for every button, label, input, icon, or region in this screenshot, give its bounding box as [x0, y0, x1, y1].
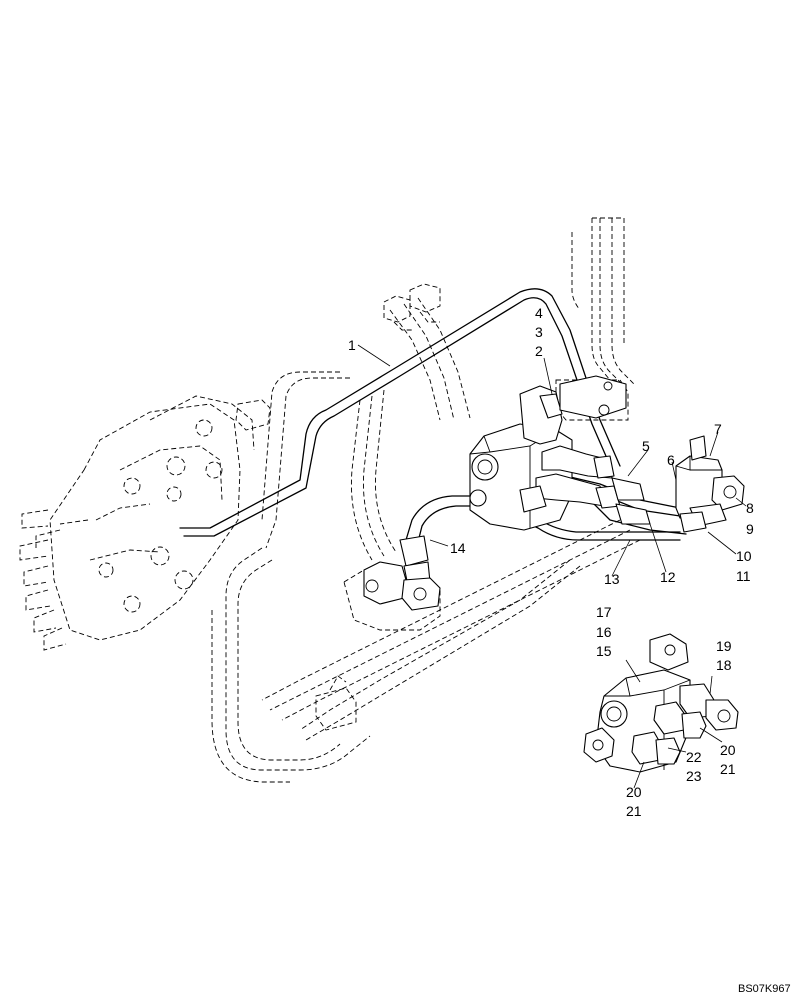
callout-19: 19: [716, 638, 732, 654]
callout-18: 18: [716, 657, 732, 673]
manifold-block: [469, 385, 651, 531]
callout-10: 10: [736, 548, 752, 564]
callout-23: 23: [686, 768, 702, 784]
callout-5: 5: [642, 438, 650, 454]
leader-lines: [357, 344, 747, 789]
mount-bracket: [559, 375, 627, 419]
callout-labels: 1 4 3 2 5 6 7 8 9 10 11 12 13 14 17 16 1…: [348, 305, 754, 819]
callout-15: 15: [596, 643, 612, 659]
callout-20-bottom: 20: [626, 784, 642, 800]
callout-3: 3: [535, 324, 543, 340]
callout-16: 16: [596, 624, 612, 640]
callout-8: 8: [746, 500, 754, 516]
callout-21-bottom: 21: [626, 803, 642, 819]
callout-21-right: 21: [720, 761, 736, 777]
callout-14: 14: [450, 540, 466, 556]
callout-20-right: 20: [720, 742, 736, 758]
tube-1: [179, 288, 621, 537]
callout-9: 9: [746, 521, 754, 537]
callout-13: 13: [604, 571, 620, 587]
callout-1: 1: [348, 337, 356, 353]
callout-4: 4: [535, 305, 543, 321]
callout-11: 11: [736, 568, 751, 584]
callout-17: 17: [596, 604, 612, 620]
callout-12: 12: [660, 569, 676, 585]
callout-6: 6: [667, 452, 675, 468]
callout-7: 7: [714, 421, 722, 437]
callout-22: 22: [686, 749, 702, 765]
detail-valve-assembly: [583, 633, 739, 773]
control-valve-fittings: [19, 399, 271, 651]
drawing-number: BS07K967: [738, 983, 791, 995]
upper-fittings: [383, 283, 441, 331]
dashed-reference-lines: [49, 217, 641, 783]
callout-2: 2: [535, 343, 543, 359]
check-valve-7: [675, 435, 745, 533]
small-valve-block: [363, 561, 441, 611]
